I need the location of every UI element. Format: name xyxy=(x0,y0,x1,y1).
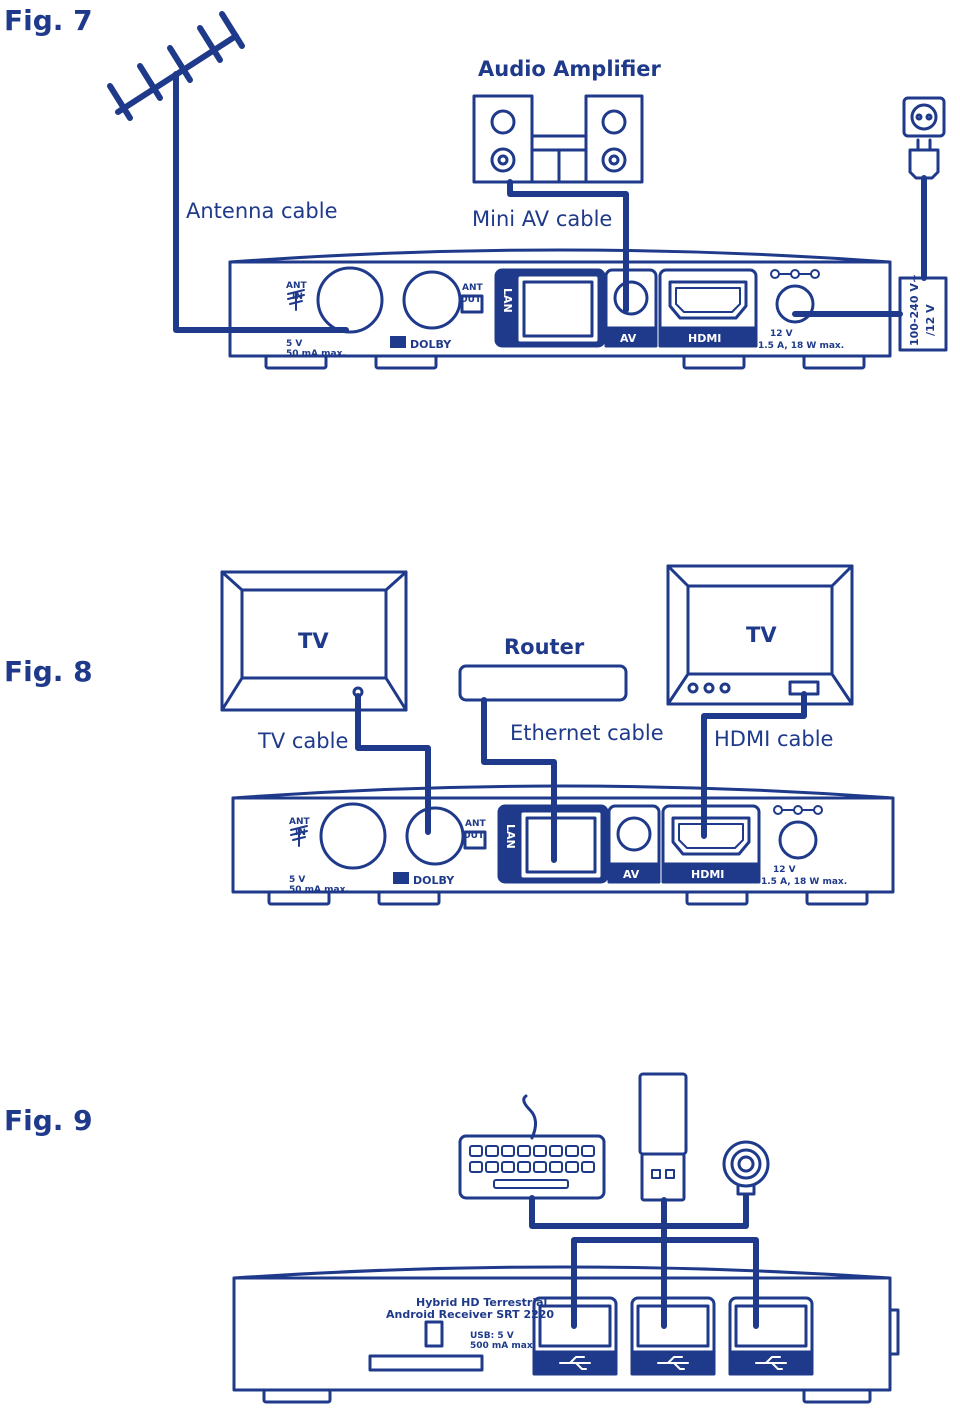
ant-out-label-2: OUT xyxy=(463,831,485,841)
fig7-receiver-panel: ANT IN ANT OUT 5 V 50 mA max. DOLBY LAN … xyxy=(228,248,892,370)
ant-out-label: ANT xyxy=(462,283,483,293)
usb-rating-1: USB: 5 V xyxy=(470,1331,514,1341)
tv-left-label: TV xyxy=(298,629,329,653)
amplifier-label: Audio Amplifier xyxy=(478,57,662,81)
peripheral-cable-bus xyxy=(529,1193,749,1229)
fig8-receiver-panel: ANT IN ANT OUT 5 V 50 mA max. DOLBY LAN … xyxy=(231,784,895,906)
usb-icon xyxy=(559,1356,787,1370)
dc-rating-label-2: 1.5 A, 18 W max. xyxy=(758,341,844,351)
ant-rating-label-2: 50 mA max. xyxy=(289,885,349,895)
tv-cable-label: TV cable xyxy=(257,729,348,753)
usb-stick-icon xyxy=(638,1072,688,1202)
av-label: AV xyxy=(623,868,640,881)
av-cable-label: Mini AV cable xyxy=(472,207,612,231)
ethernet-cable-label: Ethernet cable xyxy=(510,721,664,745)
lan-label: LAN xyxy=(501,288,514,313)
fig9-title: Fig. 9 xyxy=(4,1104,93,1137)
webcam-icon xyxy=(722,1140,770,1196)
fig9-receiver-front xyxy=(232,1265,900,1404)
hdmi-label: HDMI xyxy=(691,868,724,881)
router-label: Router xyxy=(504,635,585,659)
tv-right-icon xyxy=(666,564,854,706)
usb-cable-left xyxy=(571,1237,667,1329)
power-plug-icon xyxy=(908,138,940,281)
device-name-1: Hybrid HD Terrestrial xyxy=(416,1296,547,1309)
ant-out-label: ANT xyxy=(465,819,486,829)
power-adapter xyxy=(898,276,948,352)
hdmi-cable-label: HDMI cable xyxy=(714,727,833,751)
sd-card-slot xyxy=(424,1320,444,1348)
dc-rating-label: 12 V xyxy=(770,329,793,339)
hdmi-label: HDMI xyxy=(688,332,721,345)
router-icon xyxy=(458,664,628,702)
ant-in-label: ANT xyxy=(286,281,307,291)
av-cable xyxy=(507,179,629,313)
ant-in-label: ANT xyxy=(289,817,310,827)
ant-rating-label-2: 50 mA max. xyxy=(286,349,346,359)
dolby-label: DOLBY xyxy=(413,874,455,887)
keyboard-icon xyxy=(458,1094,606,1200)
fig7-title: Fig. 7 xyxy=(4,4,93,37)
device-name-2: Android Receiver SRT 2220 xyxy=(386,1308,554,1321)
tv-cable xyxy=(355,693,431,835)
ant-in-label-2: IN xyxy=(292,292,303,302)
power-label-2: /12 V xyxy=(924,304,937,336)
dolby-label: DOLBY xyxy=(410,338,452,351)
fig8-title: Fig. 8 xyxy=(4,655,93,688)
lan-label: LAN xyxy=(504,824,517,849)
hdmi-cable xyxy=(701,691,807,839)
av-label: AV xyxy=(620,332,637,345)
usb-cable-right xyxy=(661,1237,759,1329)
tv-right-label: TV xyxy=(746,623,777,647)
ant-rating-label: 5 V xyxy=(286,339,302,349)
dc-rating-label-2: 1.5 A, 18 W max. xyxy=(761,877,847,887)
ant-rating-label: 5 V xyxy=(289,875,305,885)
wall-socket-icon xyxy=(902,96,946,138)
power-label-1: 100-240 V~ xyxy=(908,274,921,346)
speaker-icon xyxy=(472,94,644,184)
dc-rating-label: 12 V xyxy=(773,865,796,875)
antenna-cable-label: Antenna cable xyxy=(186,199,338,223)
ant-out-label-2: OUT xyxy=(460,295,482,305)
ant-in-label-2: IN xyxy=(295,828,306,838)
ethernet-cable xyxy=(481,697,557,863)
antenna-cable xyxy=(173,71,349,333)
usb-rating-2: 500 mA max. xyxy=(470,1341,536,1351)
